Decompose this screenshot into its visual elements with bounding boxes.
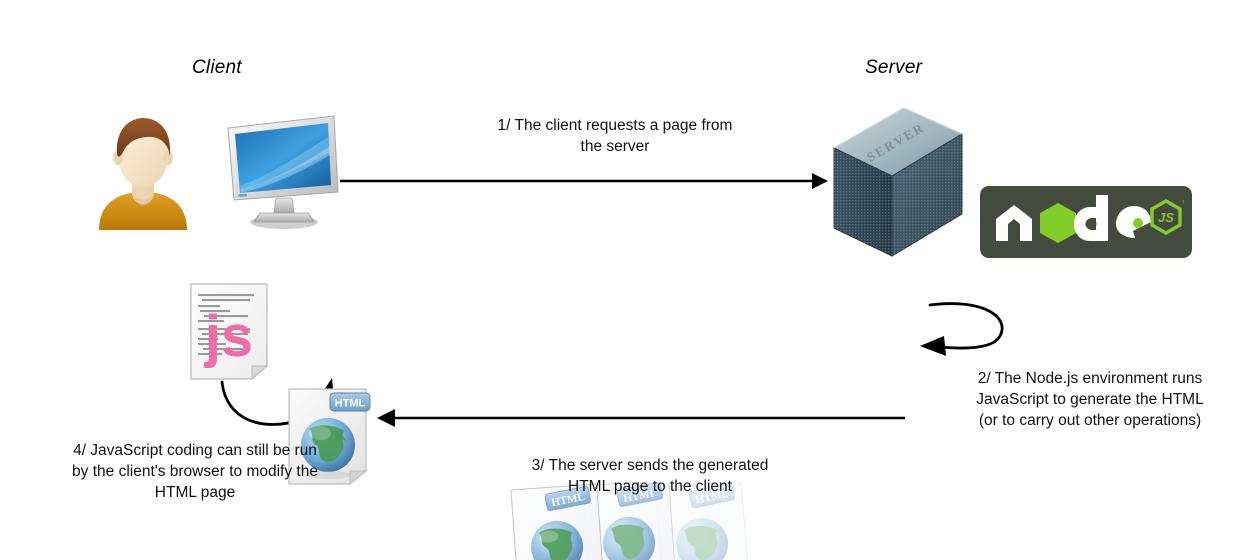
step-3-text: 3/ The server sends the generated HTML p… [531, 457, 769, 495]
node-trademark: ™ [1182, 200, 1184, 207]
js-badge-text: js [204, 304, 253, 369]
client-html-file-icon: HTML [286, 387, 1260, 492]
node-letter-n [996, 205, 1032, 241]
html-page-sheet-3: HTML [654, 480, 751, 560]
server-tower-icon: SERVER [828, 104, 968, 269]
nodejs-logo: JS ™ [980, 186, 1192, 258]
arrow-client-to-server [340, 173, 828, 189]
client-js-file-icon: js [188, 282, 1260, 387]
html-badge-text: HTML [335, 398, 366, 410]
step-2-text: 2/ The Node.js environment runs JavaScri… [976, 370, 1204, 429]
client-label: Client [192, 57, 242, 78]
step-1-text: 1/ The client requests a page from the s… [497, 117, 733, 155]
html-page-sheet-2: HTML [582, 479, 677, 560]
step-4-text: 4/ JavaScript coding can still be run by… [72, 442, 318, 501]
node-letter-d [1074, 195, 1108, 241]
node-js-text: JS [1158, 210, 1174, 225]
server-label: Server [865, 57, 923, 78]
client-user-avatar [95, 112, 191, 235]
client-monitor [222, 112, 342, 235]
node-letter-o-hexagon [1040, 203, 1076, 243]
node-js-hexagon [1150, 199, 1182, 235]
